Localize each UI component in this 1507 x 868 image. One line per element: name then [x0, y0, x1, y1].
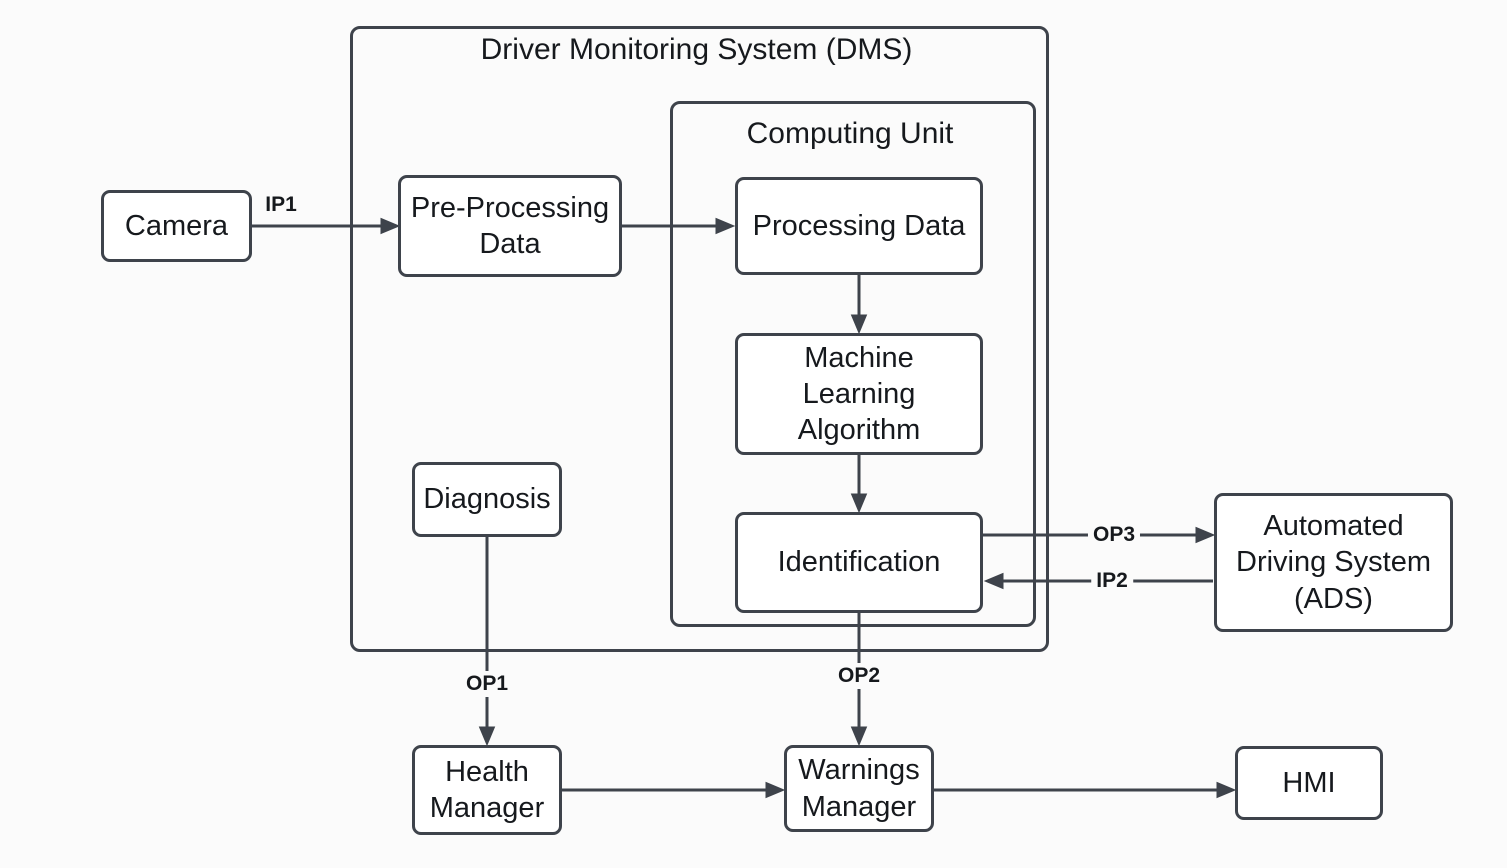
computing-unit-container-box [670, 101, 1036, 627]
edge-preprocessing-to-processing [622, 217, 736, 235]
node-identification: Identification [735, 512, 983, 613]
edge-health-to-warnings [562, 781, 786, 799]
node-pre-processing-data: Pre-Processing Data [398, 175, 622, 277]
edge-label-ip2: IP2 [1091, 568, 1133, 594]
edge-camera-to-preprocessing [252, 217, 401, 235]
dms-container-title: Driver Monitoring System (DMS) [480, 33, 913, 66]
edge-ml-to-identification [850, 455, 868, 514]
dms-container-box [350, 26, 1049, 652]
node-health-manager: Health Manager [412, 745, 562, 835]
computing-unit-container-title: Computing Unit [746, 117, 954, 150]
edge-label-ip1: IP1 [260, 192, 302, 218]
node-machine-learning-algorithm: Machine Learning Algorithm [735, 333, 983, 455]
node-automated-driving-system: Automated Driving System (ADS) [1214, 493, 1453, 632]
edge-processing-to-ml [850, 275, 868, 335]
node-diagnosis: Diagnosis [412, 462, 562, 537]
node-hmi: HMI [1235, 746, 1383, 820]
edge-label-op2: OP2 [832, 663, 886, 689]
node-camera: Camera [101, 190, 252, 262]
edge-label-op3: OP3 [1087, 522, 1141, 548]
edge-warnings-to-hmi [934, 781, 1237, 799]
node-processing-data: Processing Data [735, 177, 983, 275]
node-warnings-manager: Warnings Manager [784, 745, 934, 832]
edge-diagnosis-to-health [478, 537, 496, 747]
edge-label-op1: OP1 [460, 671, 514, 697]
